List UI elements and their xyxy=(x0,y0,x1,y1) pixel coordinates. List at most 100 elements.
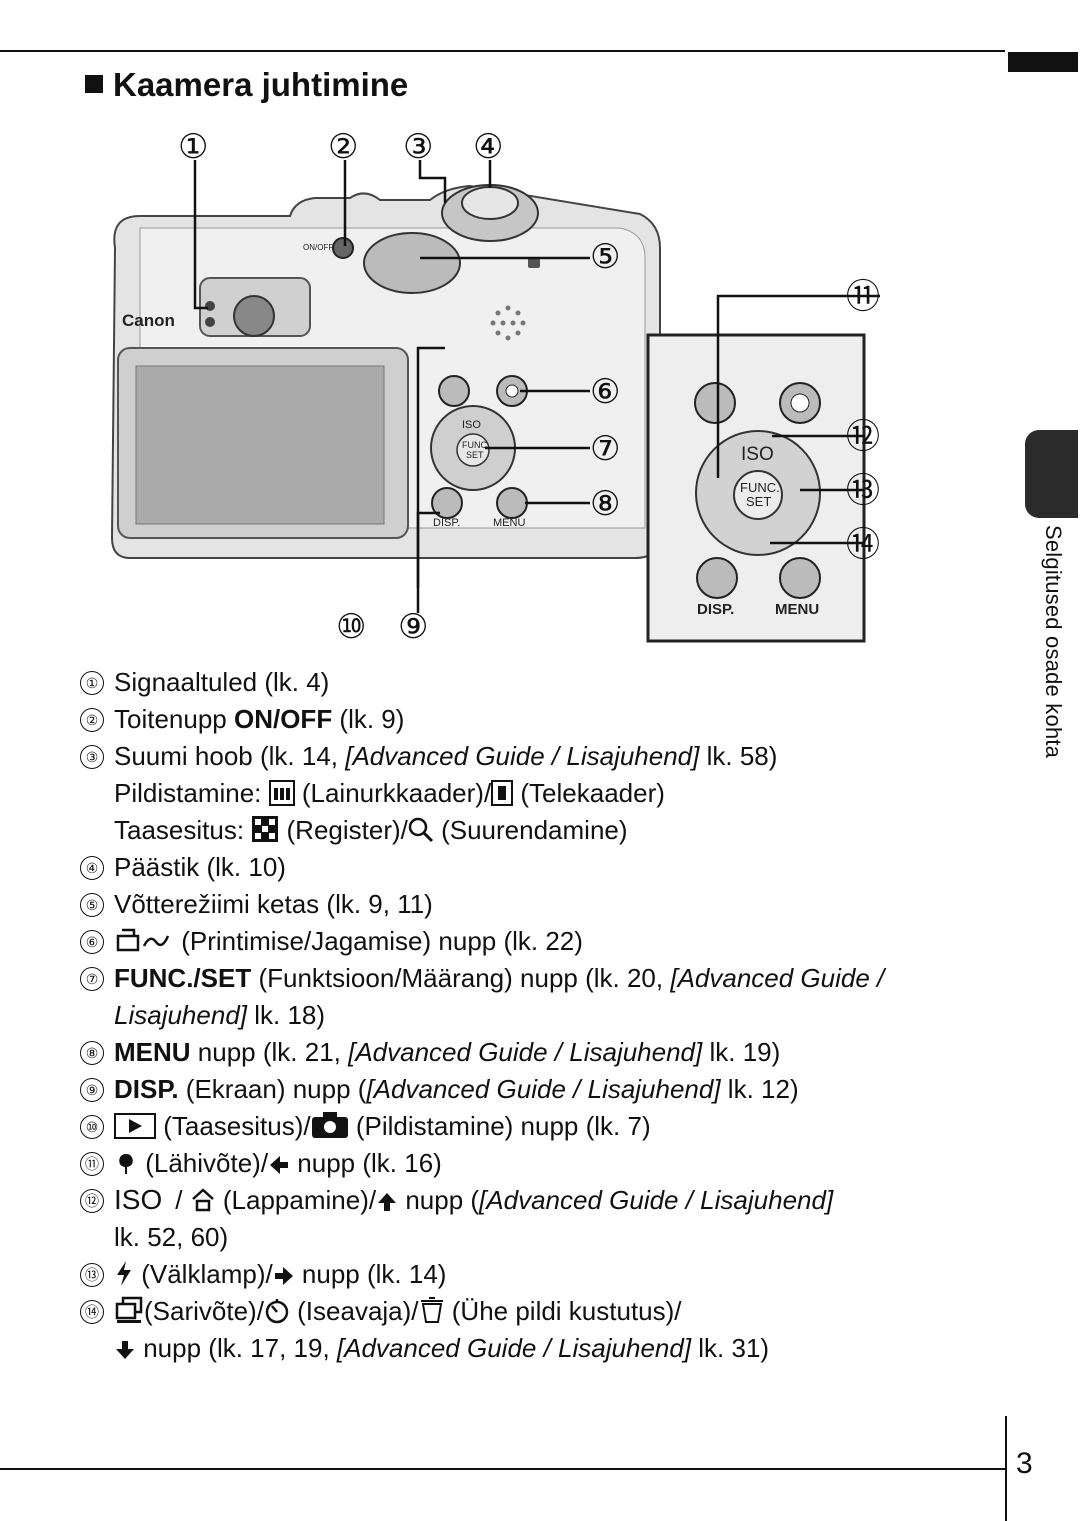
erase-icon xyxy=(420,1297,443,1323)
item-number: ⑪ xyxy=(80,1152,104,1176)
side-section-tab xyxy=(1025,430,1078,518)
item-bold: DISP. xyxy=(114,1074,179,1104)
on-off-label: ON/OFF xyxy=(303,243,333,252)
index-grid-icon xyxy=(252,816,279,842)
callout-2: ② xyxy=(328,127,358,167)
item-text: lk. 31) xyxy=(691,1333,770,1363)
item-number: ⑦ xyxy=(80,967,104,991)
item-text: (Taasesitus)/ xyxy=(156,1111,311,1141)
playback-icon xyxy=(114,1113,156,1139)
item-text: nupp (lk. 17, 19, xyxy=(136,1333,337,1363)
list-item: ⑪ (Lähivõte)/ nupp (lk. 16) xyxy=(80,1145,980,1182)
item-number: ② xyxy=(80,708,104,732)
callout-9: ⑨ xyxy=(398,607,428,647)
callout-3: ③ xyxy=(403,127,433,167)
camera-body xyxy=(110,184,661,559)
item-italic: [Advanced Guide / Lisajuhend] xyxy=(348,1037,703,1067)
callout-4: ④ xyxy=(473,127,503,167)
item-text: Pildistamine: xyxy=(114,778,269,808)
func-label-large: FUNC. xyxy=(740,480,780,495)
item-text: Toitenupp xyxy=(114,704,234,734)
item-number: ⑭ xyxy=(80,1300,104,1324)
list-item: ⑦ FUNC./SET (Funktsioon/Määrang) nupp (lk… xyxy=(80,960,980,1034)
item-text: (Ekraan) nupp ( xyxy=(178,1074,367,1104)
page-title-text: Kaamera juhtimine xyxy=(113,66,409,103)
iso-label-large: ISO xyxy=(741,444,774,465)
callout-6: ⑥ xyxy=(590,372,620,412)
telephoto-icon xyxy=(491,780,514,806)
callout-10: ⑩ xyxy=(336,607,366,647)
callout-11: ⑪ xyxy=(846,277,880,317)
item-text: nupp (lk. 14) xyxy=(294,1259,447,1289)
arrow-right-icon xyxy=(274,1267,293,1285)
item-italic: [Advanced Guide / Lisajuhend] xyxy=(345,741,700,771)
canon-logo: Canon xyxy=(122,311,175,330)
item-text: lk. 58) xyxy=(699,741,778,771)
item-text: lk. 12) xyxy=(720,1074,799,1104)
item-text: lk. 19) xyxy=(702,1037,781,1067)
item-text: nupp (lk. 21, xyxy=(190,1037,349,1067)
macro-icon xyxy=(119,1154,133,1174)
item-number: ⑤ xyxy=(80,893,104,917)
item-text: (Sarivõte)/ xyxy=(144,1296,264,1326)
disp-label-small: DISP. xyxy=(433,517,460,529)
set-label-small: SET xyxy=(466,450,484,460)
callout-5: ⑤ xyxy=(590,237,620,277)
item-bold: FUNC./SET xyxy=(114,963,252,993)
top-tab-marker xyxy=(1008,52,1078,72)
arrow-down-icon xyxy=(116,1341,134,1359)
list-item: ⑩ (Taasesitus)/ (Pildistamine) nupp (lk.… xyxy=(80,1108,980,1145)
item-text: (Lähivõte)/ xyxy=(138,1148,269,1178)
item-text: Signaaltuled (lk. 4) xyxy=(114,667,330,697)
item-number: ④ xyxy=(80,856,104,880)
item-number: ⑫ xyxy=(80,1189,104,1213)
item-text: (Ühe pildi kustutus)/ xyxy=(444,1296,682,1326)
bottom-rule xyxy=(0,1468,1005,1470)
list-item: ④ Päästik (lk. 10) xyxy=(80,849,980,886)
list-item: ① Signaaltuled (lk. 4) xyxy=(80,664,980,701)
arrow-up-icon xyxy=(378,1193,397,1211)
top-rule xyxy=(0,50,1005,52)
item-text: (Register)/ xyxy=(279,815,408,845)
disp-label-large: DISP. xyxy=(697,601,734,618)
item-number: ① xyxy=(80,671,104,695)
item-text: Päästik (lk. 10) xyxy=(114,852,286,882)
item-text: (Pildistamine) nupp (lk. 7) xyxy=(348,1111,651,1141)
item-number: ⑩ xyxy=(80,1115,104,1139)
print-share-icon xyxy=(116,928,170,952)
menu-label-small: MENU xyxy=(493,517,525,529)
item-number: ⑧ xyxy=(80,1041,104,1065)
button-panel-closeup: ISO FUNC. SET DISP. MENU xyxy=(646,333,866,643)
item-text: (lk. 9) xyxy=(332,704,405,734)
item-number: ③ xyxy=(80,745,104,769)
item-text: (Iseavaja)/ xyxy=(289,1296,419,1326)
item-text: nupp (lk. 16) xyxy=(290,1148,442,1178)
item-italic: Lisajuhend] xyxy=(114,1000,247,1030)
item-number: ⑨ xyxy=(80,1078,104,1102)
list-item: ⑬ (Välklamp)/ nupp (lk. 14) xyxy=(80,1256,980,1293)
func-label-small: FUNC. xyxy=(462,440,490,450)
item-number: ⑥ xyxy=(80,930,104,954)
wide-angle-icon xyxy=(268,780,295,806)
item-text: Taasesitus: xyxy=(114,815,252,845)
square-bullet-icon xyxy=(85,75,103,93)
item-text: (Printimise/Jagamise) nupp (lk. 22) xyxy=(174,926,583,956)
continuous-shooting-icon xyxy=(115,1296,143,1323)
item-text: (Lappamine)/ xyxy=(215,1185,377,1215)
item-text: lk. 52, 60) xyxy=(114,1222,229,1252)
list-item: ⑥ (Printimise/Jagamise) nupp (lk. 22) xyxy=(80,923,980,960)
leader-lines xyxy=(193,160,880,613)
item-text: (Lainurkkaader)/ xyxy=(294,778,492,808)
item-text: (Funktsioon/Määrang) nupp (lk. 20, xyxy=(251,963,671,993)
item-text: (Välklamp)/ xyxy=(134,1259,273,1289)
page-title: Kaamera juhtimine xyxy=(85,66,408,104)
page-number: 3 xyxy=(1016,1447,1033,1480)
item-italic: [Advanced Guide / xyxy=(670,963,885,993)
self-timer-icon xyxy=(265,1299,289,1324)
